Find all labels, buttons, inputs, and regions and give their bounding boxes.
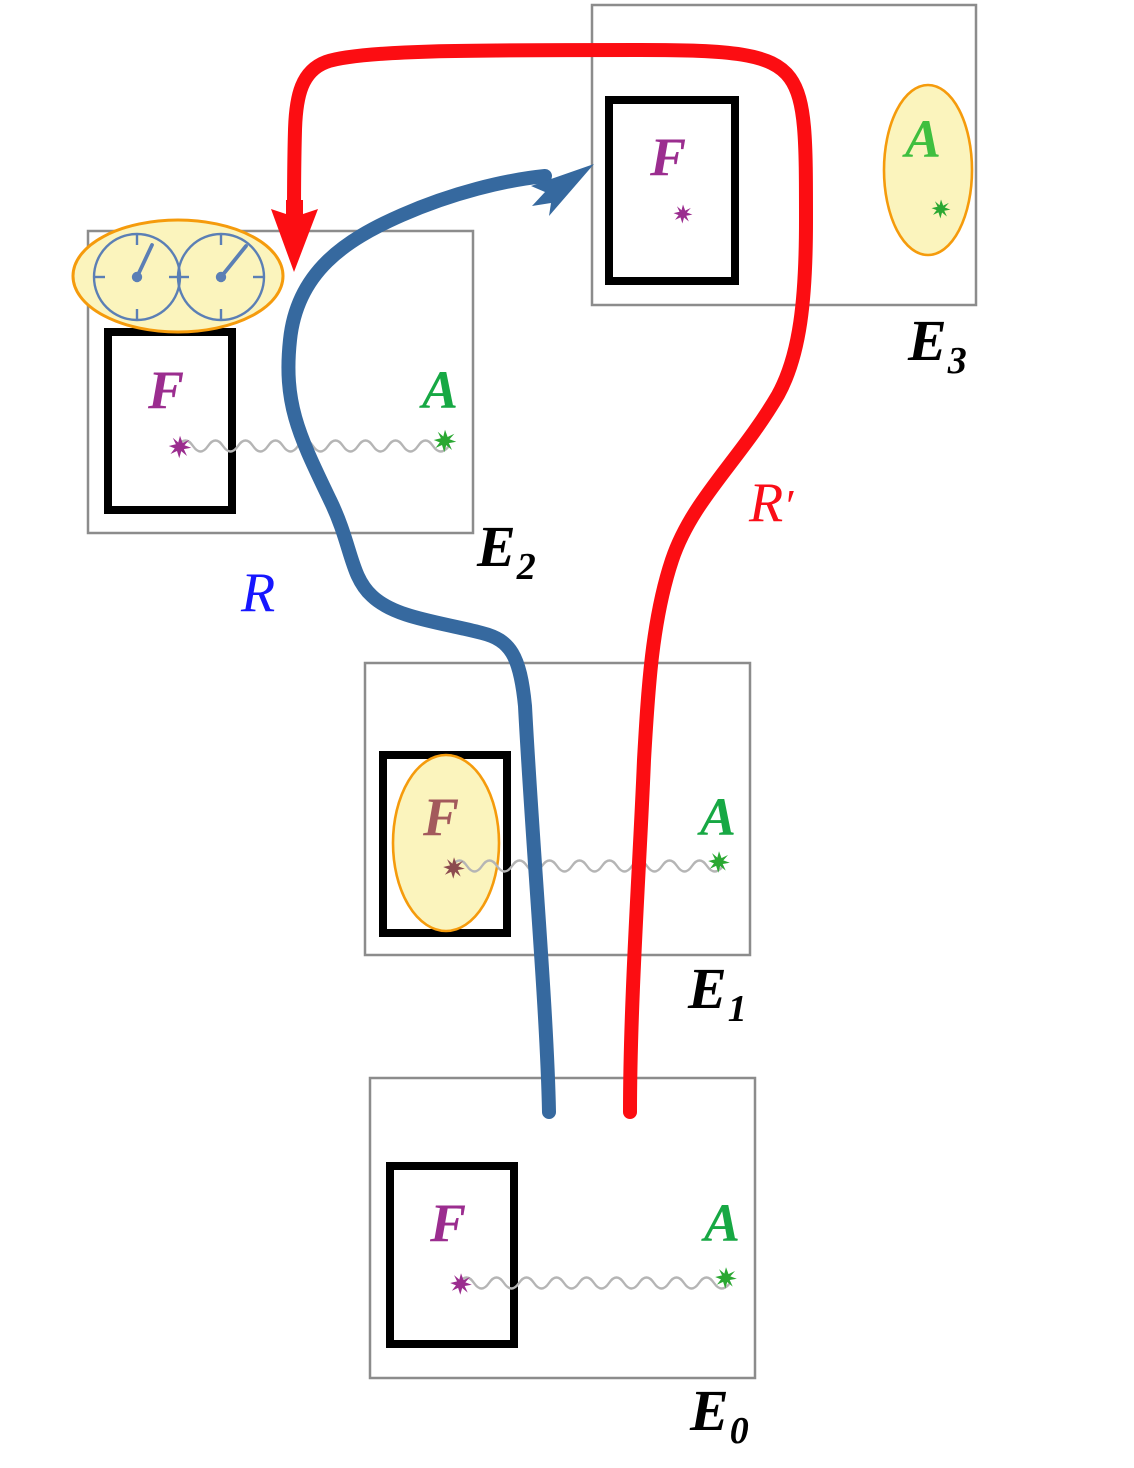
wavy-link-E0	[458, 1276, 731, 1290]
inner-box-E0	[386, 1162, 518, 1348]
environment-boxes	[86, 3, 978, 1380]
wavy-link-E1	[451, 859, 724, 873]
inner-box-E3	[605, 96, 739, 285]
env-E2-contents	[71, 218, 457, 514]
relation-Rprime-path[interactable]	[287, 43, 813, 1119]
clock-icon-2	[176, 232, 266, 322]
highlight-ellipse-A-E3	[882, 83, 974, 257]
relation-R-path[interactable]	[281, 169, 556, 1119]
wavy-link-E2	[177, 439, 450, 453]
inner-box-E2	[104, 328, 236, 514]
env-E0-contents	[386, 1162, 737, 1348]
relation-R-blue[interactable]	[281, 164, 594, 1119]
relation-Rprime-red[interactable]	[271, 43, 813, 1119]
env-E3-contents	[605, 83, 974, 285]
relation-R-arrowhead	[531, 164, 594, 216]
highlight-ellipse-F-E1	[391, 753, 501, 933]
relation-Rprime-arrowhead	[271, 200, 318, 272]
env-E1-contents	[379, 751, 730, 937]
